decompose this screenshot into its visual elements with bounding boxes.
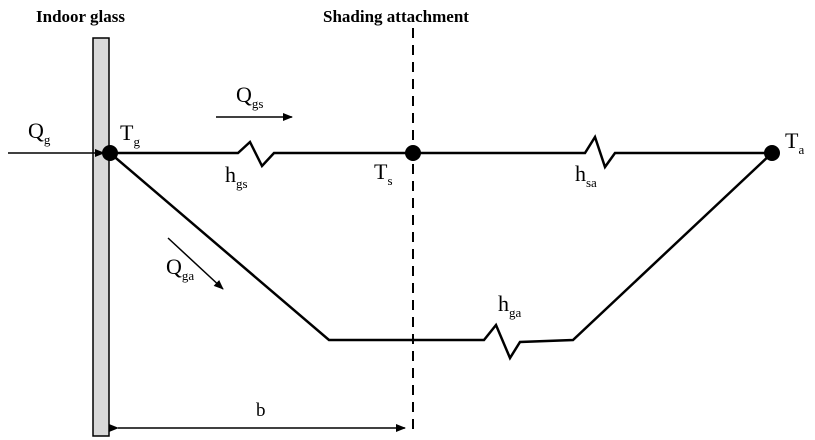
qga-arrow [167,237,224,290]
indoor-glass-pane [92,37,110,437]
node-ts [405,145,421,161]
node-tg [102,145,118,161]
ta-label: Ta [785,128,804,157]
qga-label: Qga [166,254,194,283]
lower-branch-ga [109,152,773,361]
upper-branch-gs [110,139,413,169]
qgs-label: Qgs [236,82,263,111]
tg-label: Tg [120,120,140,149]
node-ta [764,145,780,161]
hga-label: hga [498,291,522,320]
hgs-label: hgs [225,162,248,191]
qg-label: Qg [28,118,51,147]
indoor-glass-heading: Indoor glass [36,7,125,26]
shading-attachment-heading: Shading attachment [323,7,469,26]
hsa-label: hsa [575,161,597,190]
dimension-b-label: b [256,400,266,421]
upper-branch-sa [413,134,772,170]
ts-label: Ts [374,159,393,188]
